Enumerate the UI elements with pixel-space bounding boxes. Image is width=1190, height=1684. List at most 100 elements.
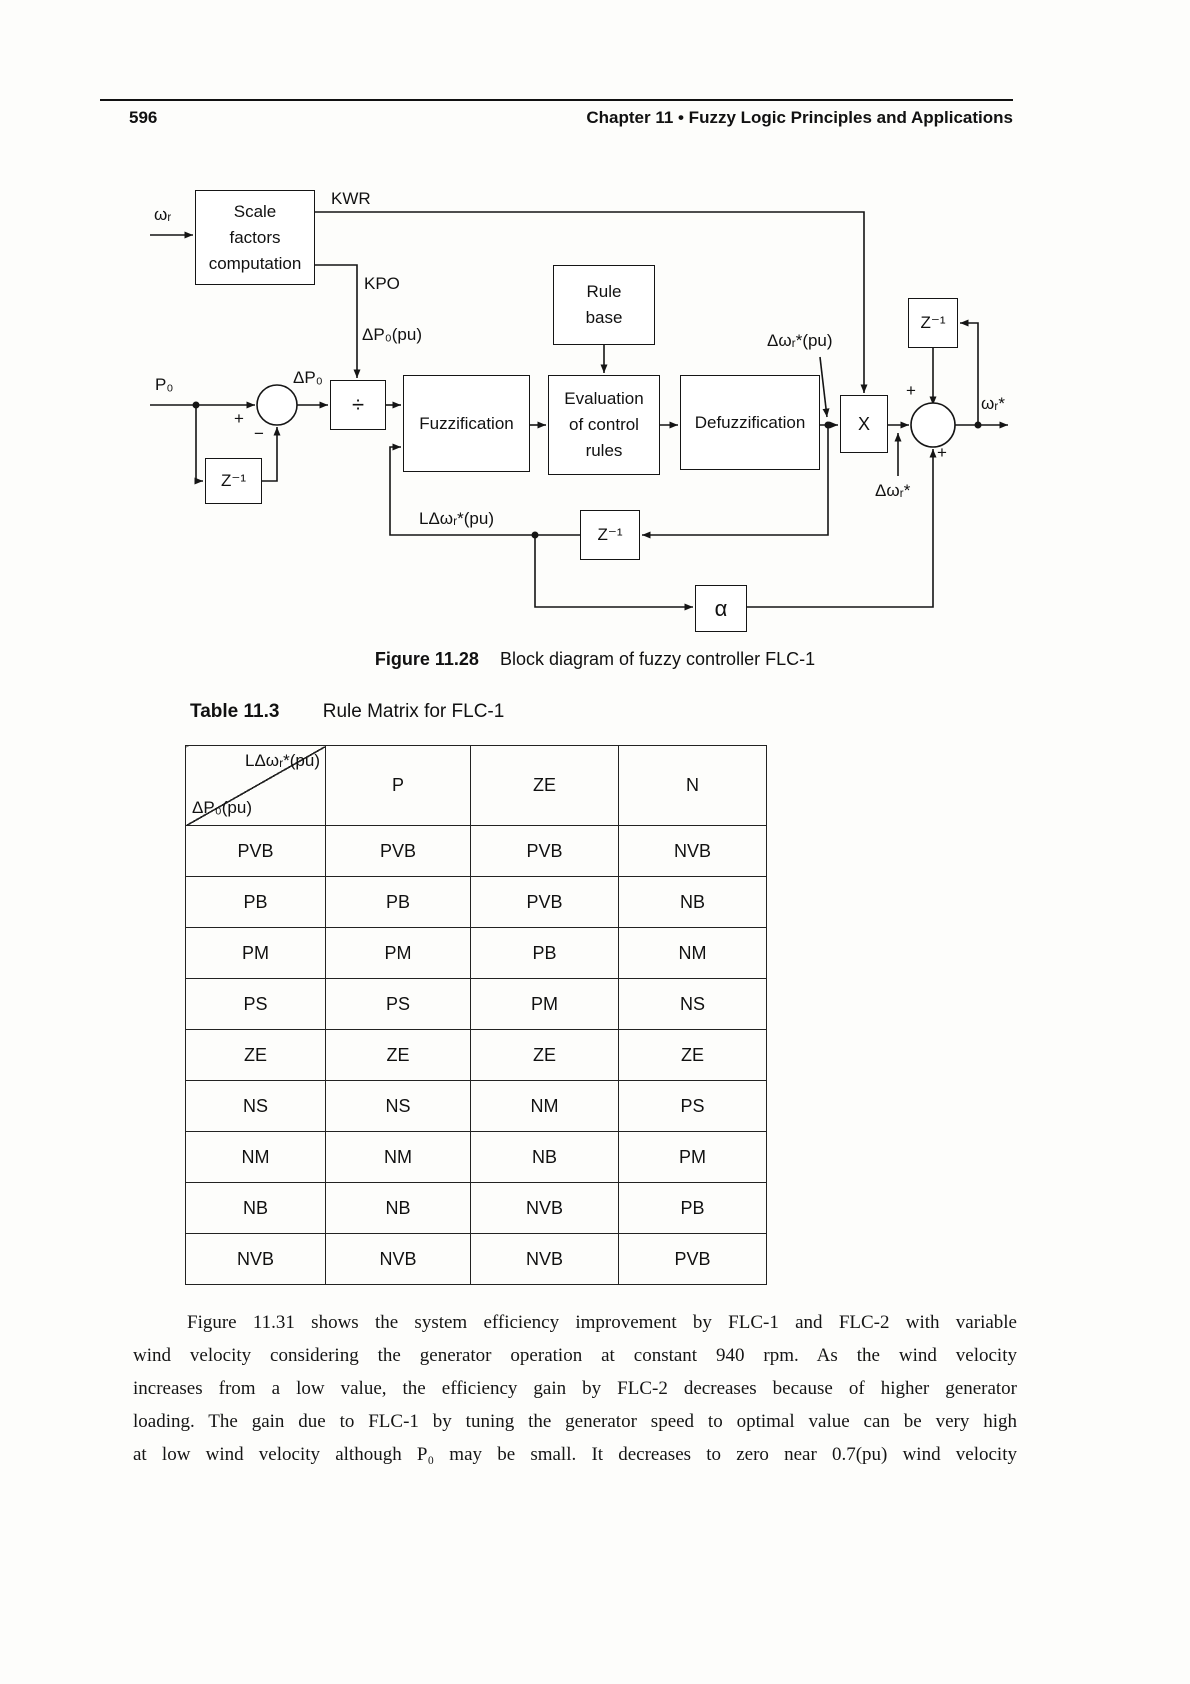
table-cell: ZE: [618, 1029, 767, 1081]
table-cell: PB: [325, 876, 471, 928]
block-fuzzification: Fuzzification: [403, 375, 530, 472]
label-omega-r-input: ωᵣ: [154, 205, 172, 224]
label-kpo: KPO: [364, 274, 400, 293]
table-cell: NM: [618, 927, 767, 979]
column-header-p: P: [325, 745, 471, 826]
block-scale-factors: Scale factors computation: [195, 190, 315, 285]
figure-caption: Figure 11.28 Block diagram of fuzzy cont…: [20, 649, 1170, 670]
table-cell: NS: [325, 1080, 471, 1132]
block-delay-input: Z⁻¹: [205, 458, 262, 504]
junction-dot: [824, 421, 832, 429]
diagonal-label-bottom: ΔP₀(pu): [192, 798, 252, 817]
paragraph-line: wind velocity considering the generator …: [133, 1345, 1017, 1366]
table-title-text: Rule Matrix for FLC-1: [322, 701, 505, 722]
row-header: PVB: [185, 825, 326, 877]
wire-alpha-to-sum: [747, 449, 937, 608]
column-header-ze: ZE: [470, 745, 619, 826]
junction-dot: [531, 531, 539, 539]
header-rule: [100, 99, 1013, 101]
paragraph-line: increases from a low value, the efficien…: [133, 1378, 1017, 1399]
table-title: Table 11.3 Rule Matrix for FLC-1: [190, 701, 504, 723]
label-delta-omega: Δωᵣ*: [875, 481, 911, 500]
table-cell: PM: [325, 927, 471, 979]
sum-junction-left: [256, 384, 298, 426]
block-rule-base: Rule base: [553, 265, 655, 345]
wire-branch-to-delay-fb: [642, 425, 829, 539]
table-cell: NB: [325, 1182, 471, 1234]
row-header: PS: [185, 978, 326, 1030]
table-cell: PM: [618, 1131, 767, 1183]
label-delta-po: ΔP₀: [293, 368, 323, 387]
row-header: NVB: [185, 1233, 326, 1285]
block-delay-output: Z⁻¹: [908, 298, 958, 348]
table-cell: NVB: [470, 1182, 619, 1234]
row-header: PM: [185, 927, 326, 979]
wire-delay-fb-to-fuzz: [389, 443, 580, 536]
table-header-row: LΔωᵣ*(pu) ΔP₀(pu) P ZE N: [185, 745, 767, 826]
block-delay-feedback: Z⁻¹: [580, 510, 640, 560]
table-cell: NM: [470, 1080, 619, 1132]
pointer-delta-omega-pu: [819, 356, 830, 418]
table-row: NB NB NVB PB: [185, 1182, 767, 1234]
block-line: Rule: [586, 282, 622, 301]
column-header-n: N: [618, 745, 767, 826]
sign-plus-po: +: [234, 409, 244, 428]
figure-caption-text: Block diagram of fuzzy controller FLC-1: [499, 649, 816, 669]
table-cell: ZE: [470, 1029, 619, 1081]
table-row: PM PM PB NM: [185, 927, 767, 979]
figure-caption-label: Figure 11.28: [374, 649, 479, 669]
table-cell: PVB: [325, 825, 471, 877]
sign-plus-alpha: +: [937, 443, 947, 462]
label-omega-r-out: ωᵣ*: [981, 394, 1005, 413]
chapter-header: Chapter 11 • Fuzzy Logic Principles and …: [586, 108, 1013, 127]
table-cell: PB: [470, 927, 619, 979]
label-delta-po-pu: ΔP₀(pu): [362, 325, 422, 344]
block-line: factors: [229, 227, 281, 247]
block-multiplier: X: [840, 395, 888, 453]
table-cell: NB: [618, 876, 767, 928]
row-header: ZE: [185, 1029, 326, 1081]
diagonal-label-top: LΔωᵣ*(pu): [244, 751, 320, 770]
wire-kwr: [315, 211, 868, 393]
table-cell: PVB: [470, 825, 619, 877]
table-cell: PVB: [470, 876, 619, 928]
paragraph-line: loading. The gain due to FLC-1 by tuning…: [133, 1411, 1017, 1432]
label-delta-omega-pu: Δωᵣ*(pu): [767, 331, 833, 350]
table-row: PVB PVB PVB NVB: [185, 825, 767, 877]
table-cell: NVB: [470, 1233, 619, 1285]
sign-plus-delay: +: [906, 381, 916, 400]
table-row: ZE ZE ZE ZE: [185, 1029, 767, 1081]
row-header: NS: [185, 1080, 326, 1132]
table-cell: PS: [325, 978, 471, 1030]
block-evaluation: Evaluation of control rules: [548, 375, 660, 475]
page-number: 596: [129, 108, 158, 127]
sum-junction-right: [910, 402, 956, 448]
label-kwr: KWR: [331, 189, 371, 208]
sign-minus-feedback: −: [254, 424, 264, 443]
body-paragraph: Figure 11.31 shows the system efficiency…: [133, 1306, 1017, 1471]
table-cell: PM: [470, 978, 619, 1030]
table-cell: NVB: [618, 825, 767, 877]
wire-out-to-delay-tr: [960, 319, 979, 425]
block-line: of control: [569, 415, 639, 434]
block-line: base: [585, 308, 623, 327]
block-line: Evaluation: [564, 389, 644, 408]
block-alpha: α: [695, 585, 747, 632]
table-row: NVB NVB NVB PVB: [185, 1233, 767, 1285]
block-defuzzification: Defuzzification: [680, 375, 820, 470]
wire-delay-to-sum: [262, 427, 281, 482]
junction-dot: [974, 421, 982, 429]
diagonal-header-cell: LΔωᵣ*(pu) ΔP₀(pu): [185, 745, 326, 826]
row-header: PB: [185, 876, 326, 928]
table-row: PS PS PM NS: [185, 978, 767, 1030]
table-cell: PB: [618, 1182, 767, 1234]
label-po: P₀: [155, 375, 174, 394]
wire-kpo: [315, 264, 361, 378]
table-row: NS NS NM PS: [185, 1080, 767, 1132]
block-divide: ÷: [330, 380, 386, 430]
table-cell: NVB: [325, 1233, 471, 1285]
table-cell: ZE: [325, 1029, 471, 1081]
label-l-delta-omega-pu: LΔωᵣ*(pu): [419, 509, 495, 528]
table-cell: PVB: [618, 1233, 767, 1285]
